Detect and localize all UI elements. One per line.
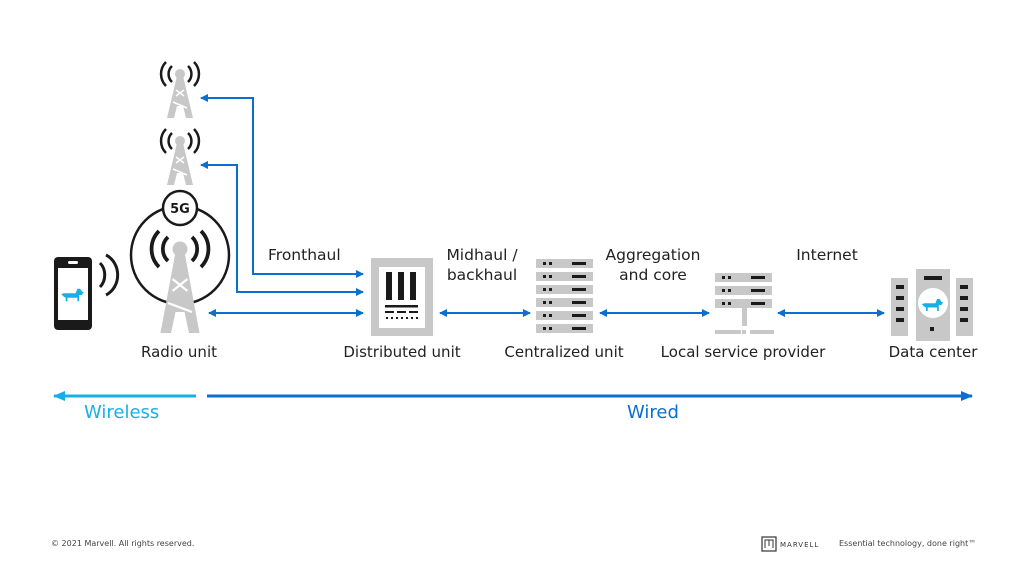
server-led	[751, 289, 765, 292]
smartphone-icon	[54, 253, 120, 330]
server-led	[572, 314, 586, 317]
server-unit	[536, 285, 593, 294]
server-unit	[536, 324, 593, 333]
server-led	[751, 302, 765, 305]
midhaul-label: Midhaul / backhaul	[446, 245, 517, 285]
server-led	[572, 262, 586, 265]
small-tower-icon	[159, 60, 201, 119]
server-unit	[715, 286, 772, 295]
server-led	[543, 275, 546, 278]
wireless-label: Wireless	[84, 402, 160, 423]
data-center-icon	[891, 269, 973, 341]
server-led	[572, 301, 586, 304]
tagline-text: Essential technology, done right™	[839, 539, 977, 548]
server-led	[549, 262, 552, 265]
server-led	[549, 288, 552, 291]
server-led	[543, 301, 546, 304]
server-led	[549, 301, 552, 304]
internet-label: Internet	[796, 246, 858, 264]
server-led	[572, 327, 586, 330]
server-led	[751, 276, 765, 279]
server-unit	[715, 273, 772, 282]
aggregation-label-line1: Aggregation	[605, 246, 701, 264]
fronthaul-label: Fronthaul	[268, 246, 341, 264]
marvell-logo-icon	[761, 536, 777, 552]
aggregation-label-line2: and core	[619, 266, 687, 284]
small-tower-icon	[159, 127, 201, 186]
data-center-label: Data center	[888, 343, 978, 361]
server-led	[572, 275, 586, 278]
server-led	[728, 289, 731, 292]
server-led	[722, 302, 725, 305]
server-led	[549, 314, 552, 317]
5g-badge: 5G	[170, 202, 190, 217]
server-led	[572, 288, 586, 291]
cell-tower-5g-icon: 5G	[129, 189, 231, 333]
server-led	[543, 288, 546, 291]
server-network-icon	[715, 273, 774, 334]
server-led	[543, 262, 546, 265]
server-led	[549, 327, 552, 330]
wired-label: Wired	[627, 402, 679, 423]
distributed-unit-label: Distributed unit	[343, 343, 461, 361]
fronthaul-links	[200, 94, 364, 317]
marvell-wordmark: MARVELL	[780, 541, 820, 549]
server-led	[549, 275, 552, 278]
server-unit	[536, 298, 593, 307]
copyright-text: © 2021 Marvell. All rights reserved.	[51, 539, 195, 548]
server-unit	[536, 272, 593, 281]
server-led	[543, 314, 546, 317]
distributed-unit-icon	[371, 258, 433, 336]
server-unit	[536, 311, 593, 320]
midhaul-label-line2: backhaul	[446, 266, 518, 284]
server-led	[722, 276, 725, 279]
centralized-unit-label: Centralized unit	[504, 343, 624, 361]
server-unit	[715, 299, 772, 308]
server-rack-icon	[536, 259, 593, 333]
server-led	[728, 276, 731, 279]
server-led	[543, 327, 546, 330]
local-service-provider-label: Local service provider	[660, 343, 826, 361]
midhaul-label-line1: Midhaul /	[446, 246, 518, 264]
server-led	[728, 302, 731, 305]
radio-unit-label: Radio unit	[141, 343, 217, 361]
aggregation-label: Aggregation and core	[606, 245, 701, 285]
server-led	[722, 289, 725, 292]
server-unit	[536, 259, 593, 268]
